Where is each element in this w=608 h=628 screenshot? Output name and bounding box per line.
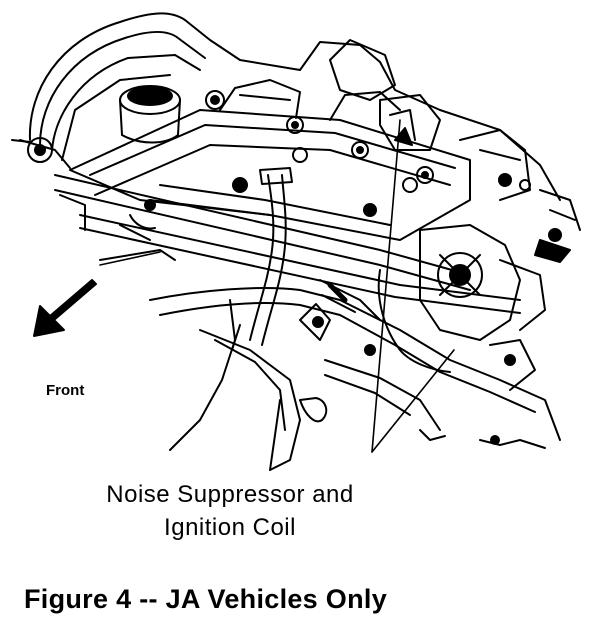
callout-leader-lines — [99, 119, 455, 453]
callout-label: Noise Suppressor and Ignition Coil — [0, 478, 460, 544]
ignition-coil-cluster — [329, 39, 581, 263]
figure-caption: Figure 4 -- JA Vehicles Only — [24, 584, 388, 614]
callout-line-2: Ignition Coil — [164, 514, 296, 541]
valve-cover-rear — [28, 12, 561, 201]
front-arrow-icon — [33, 279, 97, 337]
engine-block-lower — [99, 249, 561, 471]
callout-line-1: Noise Suppressor and — [106, 481, 354, 508]
front-label: Front — [46, 382, 85, 399]
front-cover — [419, 224, 546, 391]
ignition-lead — [249, 167, 293, 346]
